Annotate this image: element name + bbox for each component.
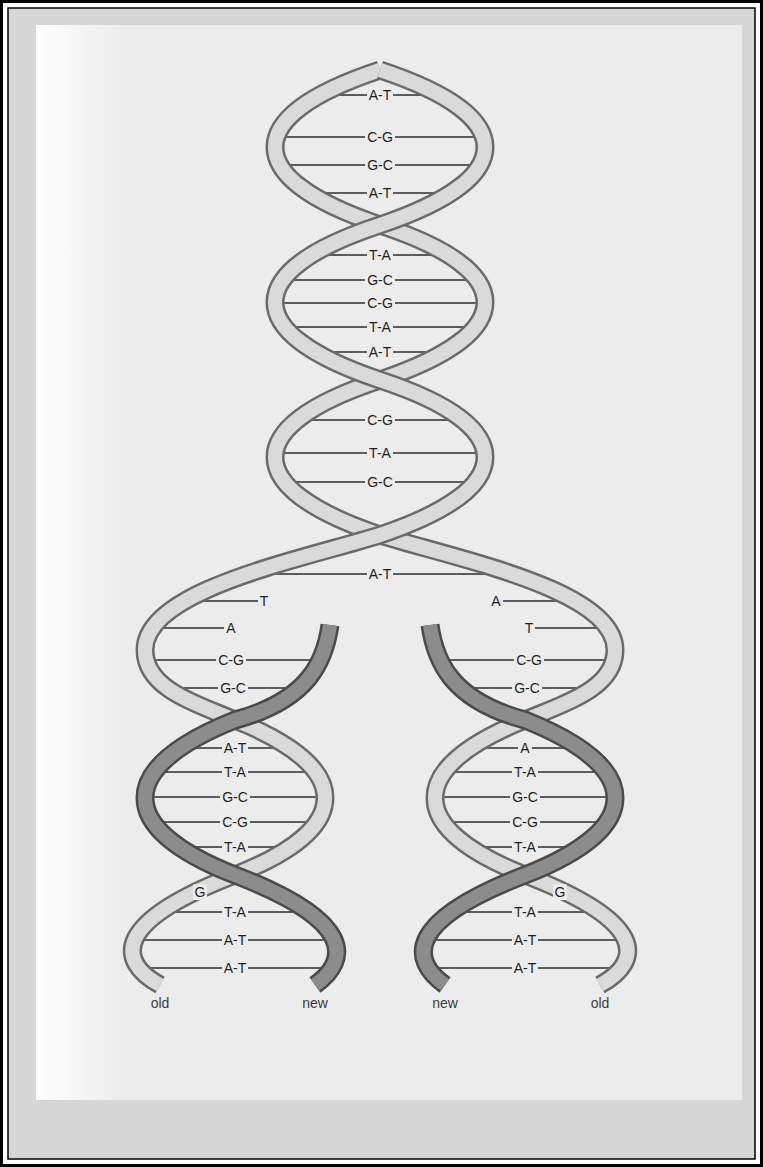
base-pair-label: G-C <box>365 157 395 173</box>
base-pair-label: A-T <box>367 87 394 103</box>
dna-strands <box>132 70 627 985</box>
base-pair-label: G <box>553 884 568 900</box>
base-pair-label: T-A <box>222 839 248 855</box>
base-pair-label: G <box>193 884 208 900</box>
strand-label: new <box>432 996 458 1010</box>
base-pair-label: A-T <box>222 960 249 976</box>
base-pair-label: C-G <box>514 652 544 668</box>
base-pair-label: A-T <box>512 960 539 976</box>
base-pair-label: A-T <box>222 932 249 948</box>
base-pair-label: T <box>523 620 536 636</box>
base-pair-label: C-G <box>365 295 395 311</box>
page-panel <box>36 25 742 1100</box>
base-pair-label: G-C <box>220 789 250 805</box>
base-pair-label: C-G <box>365 129 395 145</box>
base-pair-label: G-C <box>365 272 395 288</box>
inner-frame <box>8 8 755 1159</box>
base-pair-label: A-T <box>367 566 394 582</box>
strand-label: old <box>151 996 170 1010</box>
base-pair-label: G-C <box>218 680 248 696</box>
strand-label: old <box>591 996 610 1010</box>
base-pair-label: A-T <box>222 740 249 756</box>
base-pair-label: T-A <box>512 839 538 855</box>
base-pair-label: A <box>518 740 531 756</box>
base-pair-label: A-T <box>367 344 394 360</box>
base-pair-label: G-C <box>510 789 540 805</box>
base-pair-label: T-A <box>512 904 538 920</box>
base-pair-label: G-C <box>512 680 542 696</box>
base-pair-label: G-C <box>365 474 395 490</box>
strand-label: new <box>302 996 328 1010</box>
base-pair-label: A <box>489 593 502 609</box>
base-pair-label: A <box>224 620 237 636</box>
base-pair-label: C-G <box>365 412 395 428</box>
base-pair-label: T-A <box>367 247 393 263</box>
base-pair-label: C-G <box>510 814 540 830</box>
base-pair-label: A-T <box>367 185 394 201</box>
base-pair-label: C-G <box>216 652 246 668</box>
base-pair-label: T <box>258 593 271 609</box>
base-pair-label: T-A <box>222 764 248 780</box>
base-pair-label: A-T <box>512 932 539 948</box>
base-pair-label: T-A <box>367 445 393 461</box>
base-pair-label: T-A <box>222 904 248 920</box>
base-pair-label: T-A <box>367 319 393 335</box>
base-pair-label: T-A <box>512 764 538 780</box>
base-pair-label: C-G <box>220 814 250 830</box>
